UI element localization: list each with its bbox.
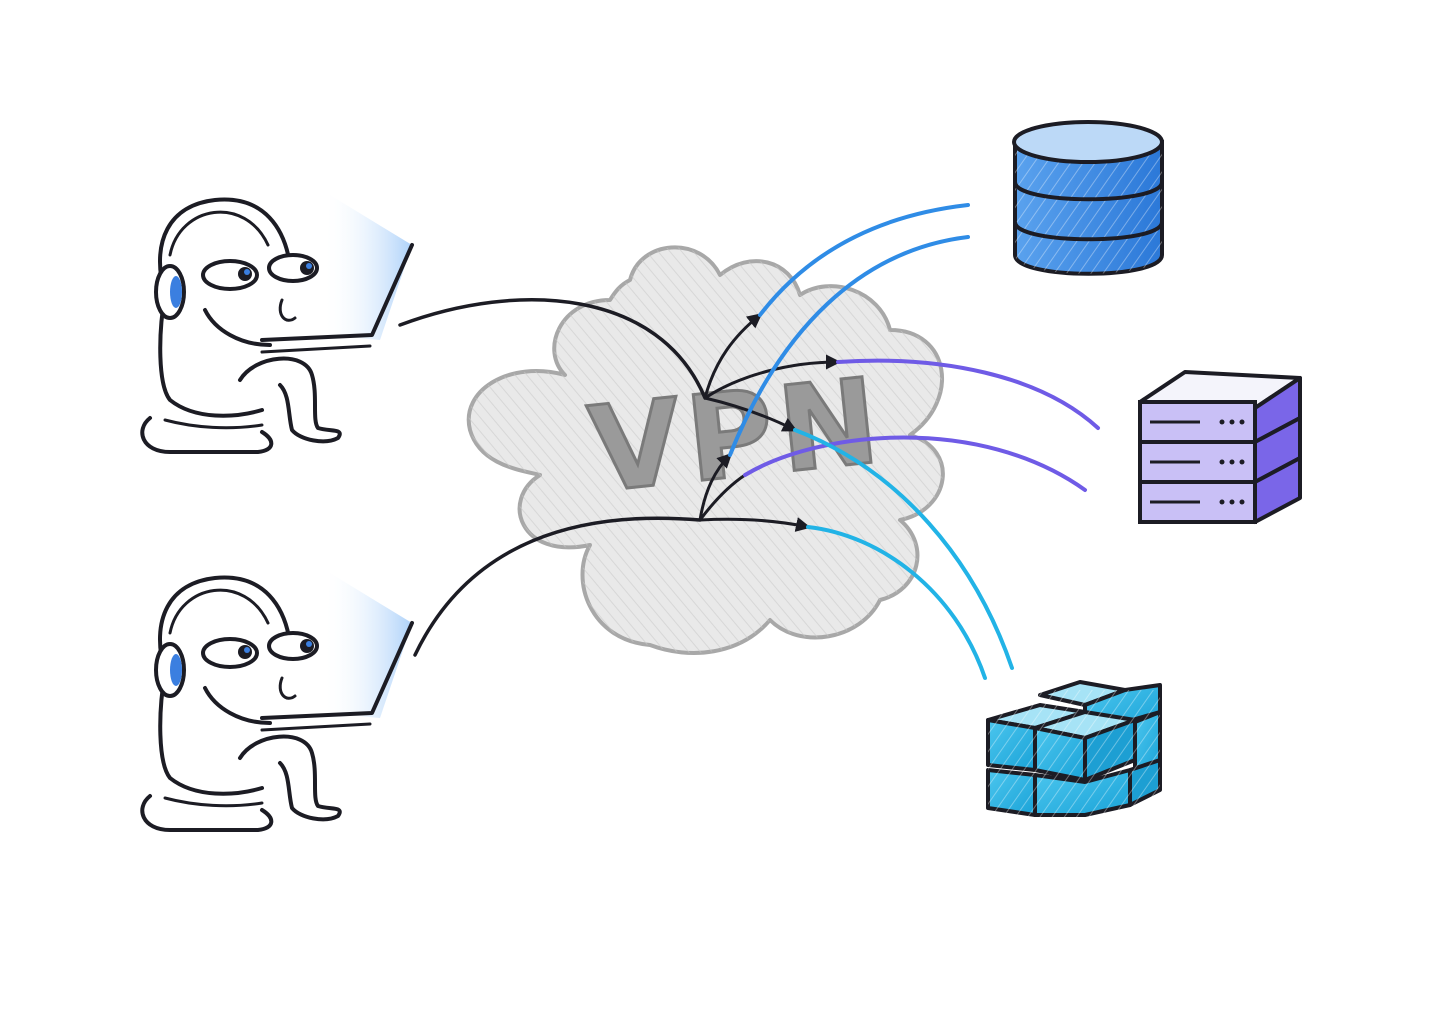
mouth <box>278 298 297 322</box>
database-icon <box>1012 120 1164 276</box>
remote-user-bottom <box>140 573 414 832</box>
arm <box>203 686 272 725</box>
server-rack-icon <box>1138 370 1302 524</box>
legs <box>238 734 342 822</box>
user-head <box>158 197 292 297</box>
link-to-database-1 <box>758 203 970 317</box>
arrow-hub2-blocks <box>699 517 811 532</box>
link-to-server-1 <box>836 358 1100 430</box>
vpn-cloud: VPN <box>466 245 945 655</box>
remote-user-top <box>140 195 414 454</box>
user-body <box>158 671 264 796</box>
link-to-blocks-2 <box>806 525 987 680</box>
cushion <box>140 794 274 832</box>
user-body <box>158 293 264 418</box>
link-user-top <box>398 298 707 400</box>
arrow-hub1-db <box>703 313 763 399</box>
cloud-blocks-icon <box>986 680 1162 820</box>
link-user-bottom <box>413 516 702 657</box>
link-to-database-2 <box>728 235 970 457</box>
screen-glow <box>322 573 412 718</box>
arrow-hub1-server <box>704 354 841 400</box>
legs <box>238 356 342 444</box>
headphone-band <box>168 588 270 635</box>
screen-glow <box>322 195 412 340</box>
hub-arrows <box>698 313 841 532</box>
link-to-blocks-1 <box>793 428 1014 670</box>
arrow-hub2-db <box>698 452 733 521</box>
cushion <box>140 416 274 454</box>
link-to-server-2 <box>743 435 1087 492</box>
arm <box>203 308 272 347</box>
laptop-icon <box>260 621 414 720</box>
headphone-band <box>168 210 270 257</box>
resource-links <box>728 203 1100 680</box>
mouth <box>278 676 297 700</box>
user-links <box>398 298 707 657</box>
user-head <box>158 575 292 675</box>
laptop-icon <box>260 243 414 342</box>
